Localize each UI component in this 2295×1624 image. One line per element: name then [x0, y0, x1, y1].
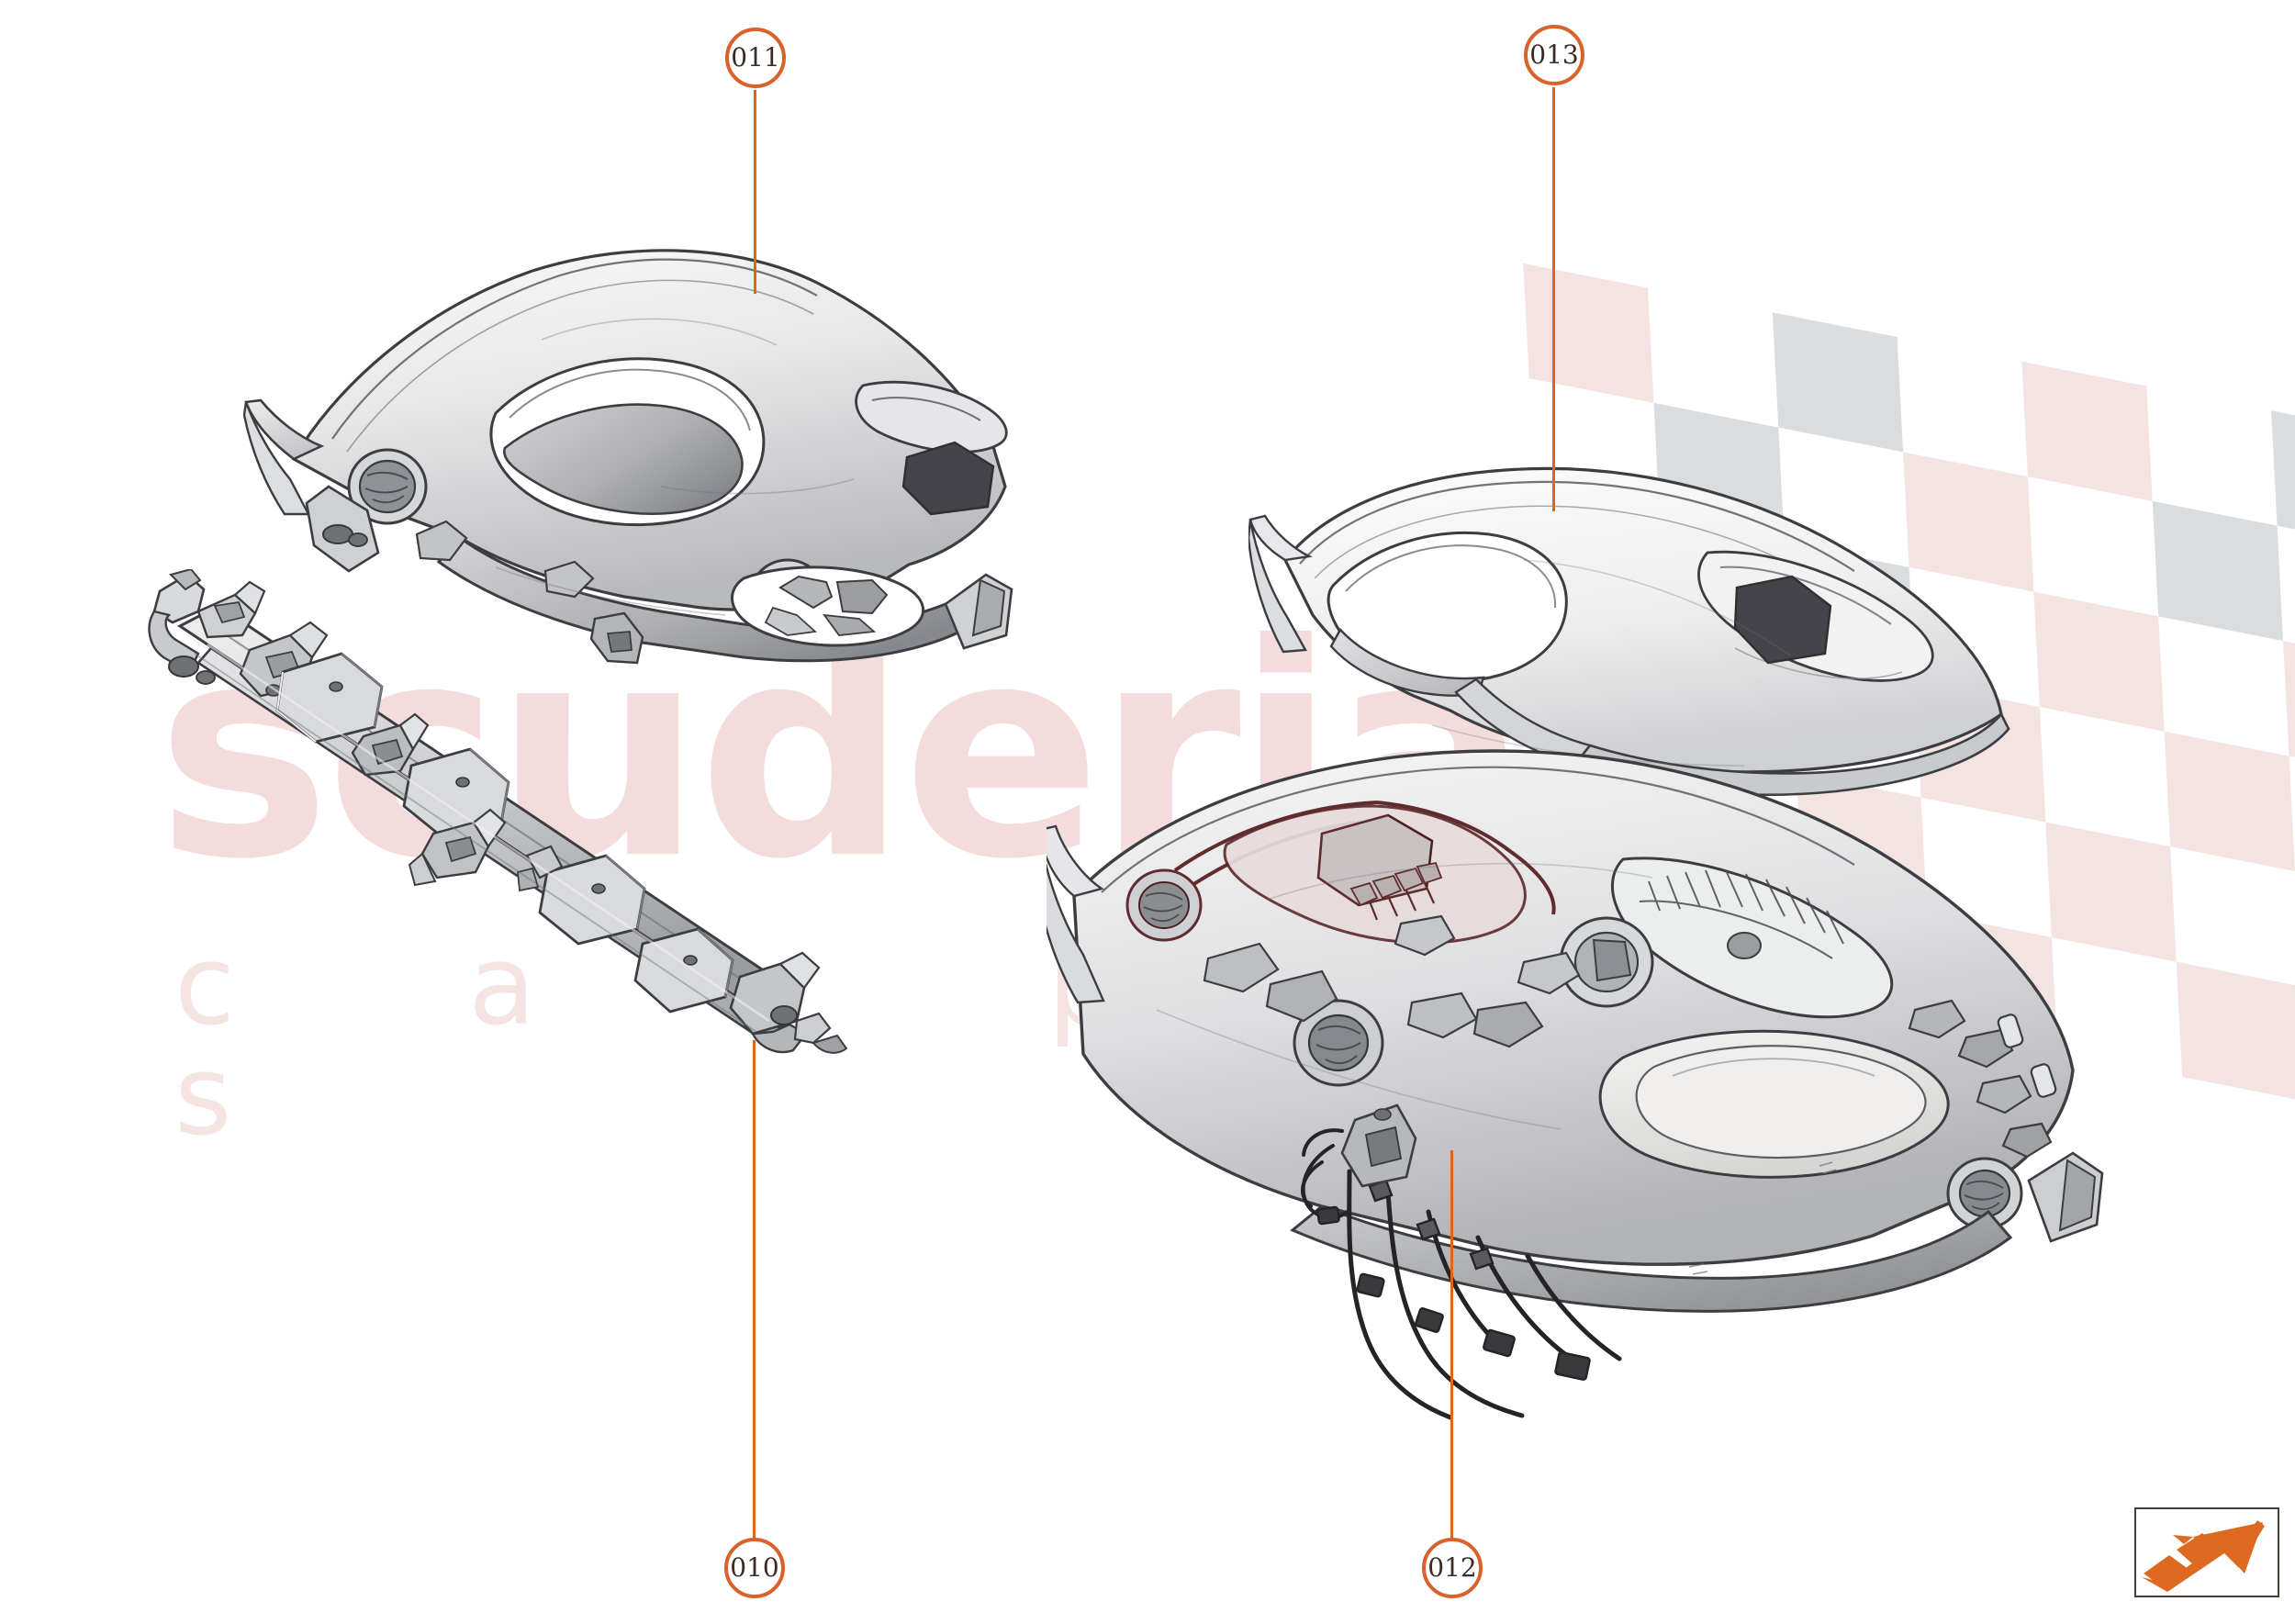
part-011-instrument-panel-carrier — [242, 249, 1013, 665]
callout-label-013: 013 — [1529, 39, 1579, 70]
leader-line-011 — [754, 90, 756, 294]
corner-logo-box[interactable] — [2134, 1507, 2279, 1597]
callout-bubble-012[interactable]: 012 — [1422, 1538, 1483, 1598]
callout-label-012: 012 — [1427, 1552, 1477, 1583]
part-010-cross-car-beam — [148, 569, 848, 1054]
callout-bubble-010[interactable]: 010 — [724, 1538, 785, 1598]
callout-label-011: 011 — [731, 42, 780, 73]
leader-line-010 — [753, 1040, 756, 1540]
part-012-lower-instrument-panel-frame — [1047, 749, 2104, 1420]
callout-bubble-011[interactable]: 011 — [725, 28, 786, 88]
leader-line-012 — [1450, 1150, 1453, 1540]
callout-label-010: 010 — [730, 1552, 779, 1583]
growth-arrow-icon — [2142, 1520, 2265, 1592]
leader-line-013 — [1552, 87, 1555, 511]
callout-bubble-013[interactable]: 013 — [1524, 25, 1584, 85]
